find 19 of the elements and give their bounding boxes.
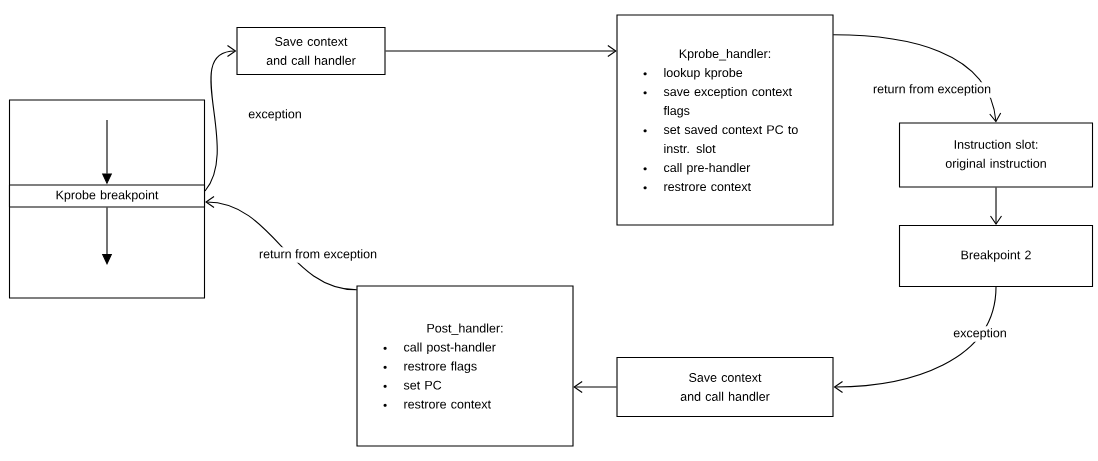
handler-box: Kprobe_handler: lookup kprobe save exception context flags set saved context PC to instr. slot call pre-handler restrore context <box>616 14 834 226</box>
process-box: Save context and call handler <box>236 26 386 76</box>
process-box: Instruction slot: original instruction <box>898 122 1094 188</box>
edge-label: exception <box>246 107 304 123</box>
arrow <box>833 286 997 394</box>
handler-box: Post_handler: call post-handler restrore flags set PC restrore context <box>356 285 574 447</box>
process-box: Save context and call handler <box>616 356 834 418</box>
breakpoint-band: Kprobe breakpoint <box>8 184 206 208</box>
edge-label: exception <box>951 326 1009 342</box>
edge-label: return from exception <box>256 247 380 263</box>
arrow <box>205 195 358 291</box>
process-box: Breakpoint 2 <box>898 224 1094 288</box>
arrow <box>832 34 1002 123</box>
code-block-box <box>8 99 206 299</box>
arrow <box>573 380 617 394</box>
edge-label: return from exception <box>870 82 994 98</box>
arrow <box>989 187 1003 225</box>
arrow <box>385 44 617 58</box>
arrow <box>204 44 237 192</box>
